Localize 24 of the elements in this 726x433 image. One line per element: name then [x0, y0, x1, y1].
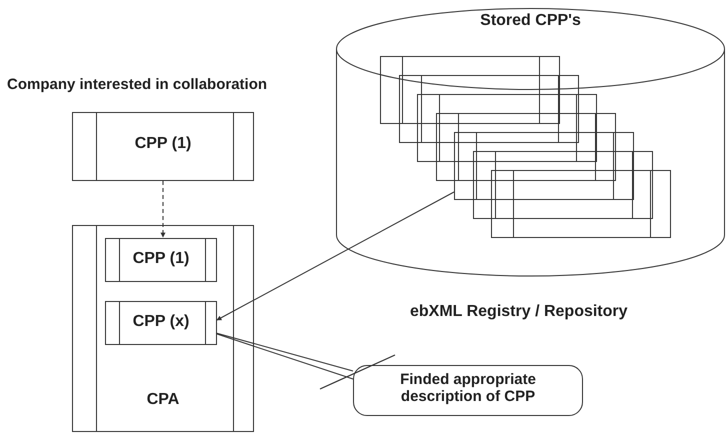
box-label: CPP (1): [134, 135, 192, 154]
profile-box: [72, 112, 254, 181]
box-label: CPA: [146, 391, 180, 410]
box-label: CPP (x): [132, 313, 190, 332]
repository-caption: ebXML Registry / Repository: [410, 303, 628, 321]
agreement-box: [72, 225, 254, 432]
document-box: [380, 56, 560, 124]
document-box: [417, 94, 597, 162]
box-label: CPP (1): [132, 250, 190, 268]
document-box: [472, 151, 652, 219]
box-label: Finded appropriate description of CPP: [399, 371, 537, 406]
document-box: [454, 132, 634, 200]
document-box: [436, 113, 616, 181]
arrow: [160, 180, 166, 238]
document-box: [491, 170, 671, 238]
callout-bubble: [353, 365, 583, 416]
profile-box: [105, 238, 217, 282]
arrow: [216, 192, 454, 320]
callout-tail: [216, 332, 354, 372]
repository-title: Stored CPP's: [479, 12, 582, 30]
document-box: [398, 75, 578, 143]
profile-box: [105, 301, 217, 345]
repository-cylinder: [336, 8, 725, 276]
group-heading: Company interested in collaboration: [7, 76, 268, 93]
